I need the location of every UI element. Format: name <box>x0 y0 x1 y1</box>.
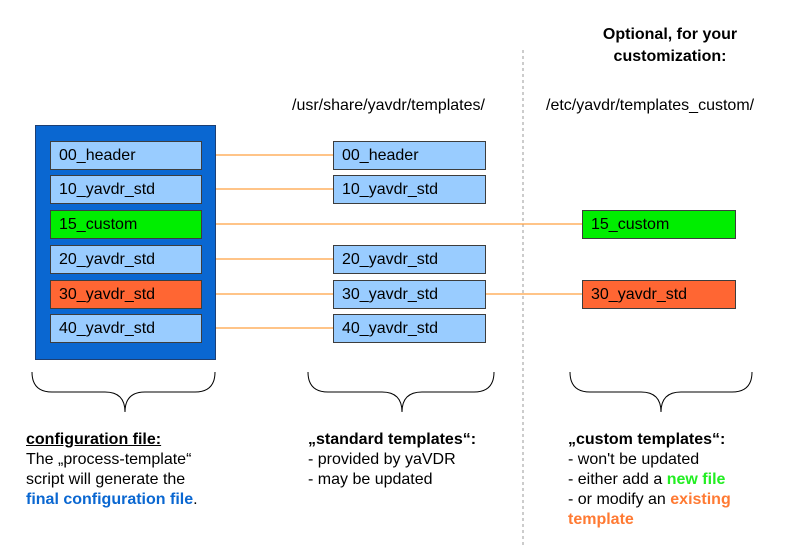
new-file-highlight: new file <box>666 471 726 488</box>
config-caption-title: configuration file: <box>26 431 162 448</box>
standard-template-40-yavdr-std: 40_yavdr_std <box>333 314 486 343</box>
config-caption-line1: The „process-template“ <box>26 451 192 468</box>
standard-caption: „standard templates“: - provided by yaVD… <box>308 430 476 490</box>
template-highlight: template <box>568 511 634 528</box>
config-item-40-yavdr-std: 40_yavdr_std <box>50 314 202 343</box>
standard-caption-title: „standard templates“: <box>308 431 477 448</box>
custom-path-label: /etc/yavdr/templates_custom/ <box>546 97 755 114</box>
custom-template-15-custom: 15_custom <box>582 210 736 239</box>
final-config-highlight: final configuration file <box>26 491 194 508</box>
optional-heading: Optional, for your customization: <box>602 26 738 65</box>
config-item-10-yavdr-std: 10_yavdr_std <box>50 175 202 204</box>
brace-custom <box>569 371 753 413</box>
config-item-00-header: 00_header <box>50 141 202 170</box>
custom-caption: „custom templates“: - won't be updated -… <box>568 430 731 530</box>
standard-caption-line2: - may be updated <box>308 471 433 488</box>
standard-caption-line1: - provided by yaVDR <box>308 451 456 468</box>
standard-template-30-yavdr-std: 30_yavdr_std <box>333 280 486 309</box>
custom-caption-line1: - won't be updated <box>568 451 700 468</box>
config-item-15-custom: 15_custom <box>50 210 202 239</box>
config-caption-line2: script will generate the <box>26 471 186 488</box>
brace-standard <box>307 371 495 413</box>
standard-path-label: /usr/share/yavdr/templates/ <box>292 97 485 114</box>
custom-caption-line3: - or modify an <box>568 491 671 508</box>
custom-template-30-yavdr-std: 30_yavdr_std <box>582 280 736 309</box>
existing-highlight: existing <box>670 491 731 508</box>
standard-template-00-header: 00_header <box>333 141 486 170</box>
config-item-30-yavdr-std: 30_yavdr_std <box>50 280 202 309</box>
config-caption-end: . <box>193 491 198 508</box>
brace-config <box>31 371 216 413</box>
config-item-20-yavdr-std: 20_yavdr_std <box>50 245 202 274</box>
custom-caption-line2: - either add a <box>568 471 667 488</box>
standard-template-20-yavdr-std: 20_yavdr_std <box>333 245 486 274</box>
standard-template-10-yavdr-std: 10_yavdr_std <box>333 175 486 204</box>
custom-caption-title: „custom templates“: <box>568 431 726 448</box>
config-caption: configuration file: The „process-templat… <box>26 430 198 510</box>
